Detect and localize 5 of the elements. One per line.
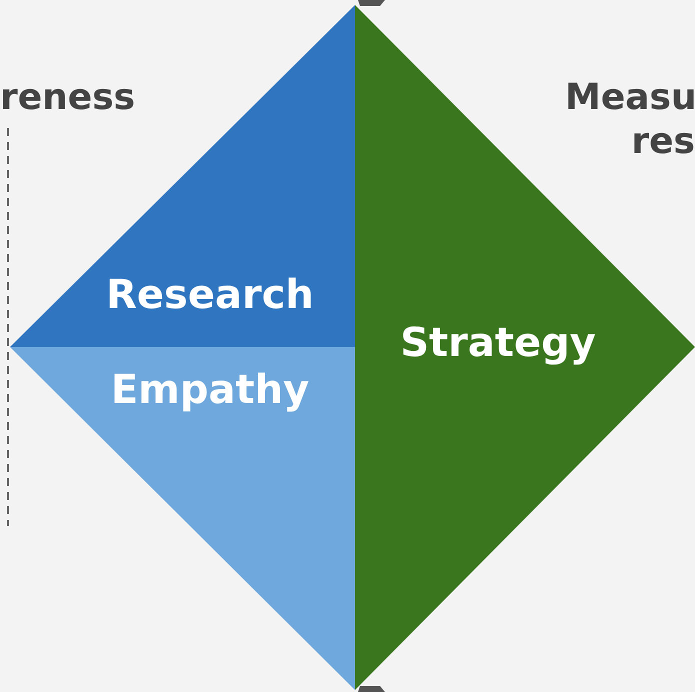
stage-label: reness <box>0 76 136 120</box>
segment-label: Strategy <box>400 320 596 366</box>
stage-label: Measu res <box>565 76 695 164</box>
segment-label: Empathy <box>110 367 310 413</box>
segment-label: Research <box>106 272 314 318</box>
